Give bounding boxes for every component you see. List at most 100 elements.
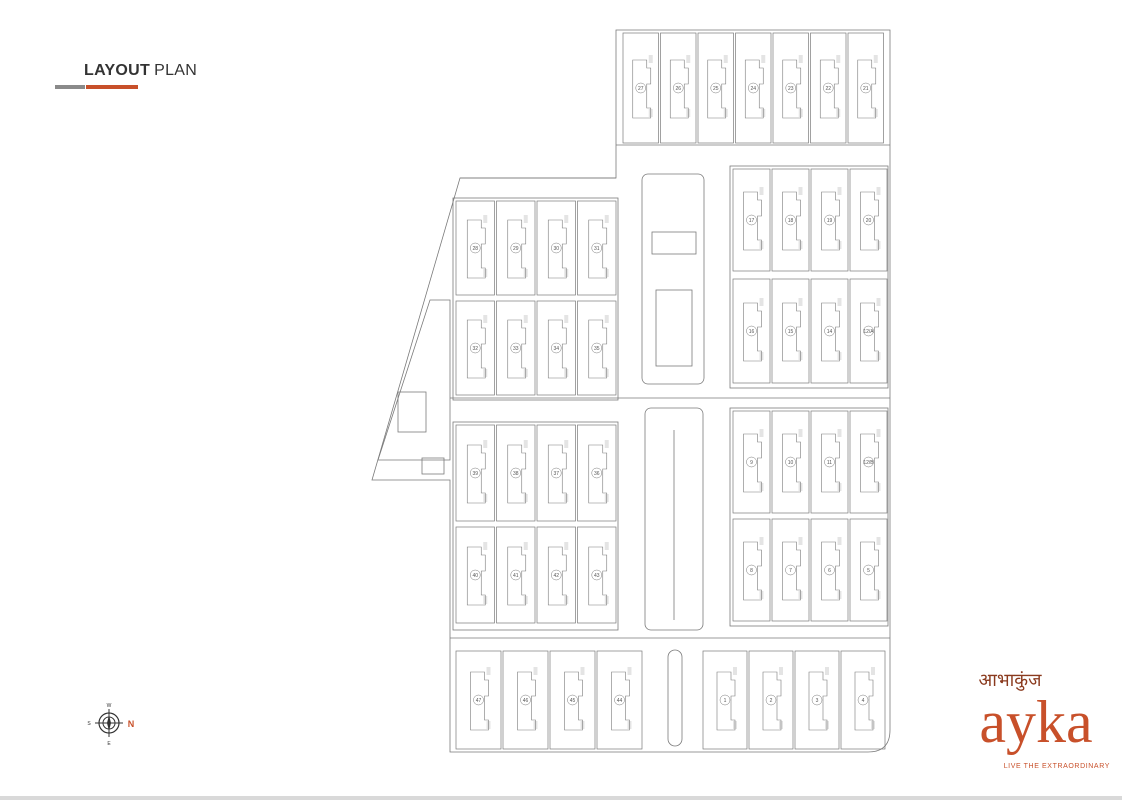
plot-cell: 7: [771, 518, 810, 622]
brand-name: ayka: [979, 689, 1092, 755]
plot-cell: 12/A: [849, 278, 888, 384]
plot-number: 37: [553, 471, 559, 477]
plot-cell: 47: [455, 650, 502, 750]
plot-cell: 29: [496, 200, 536, 296]
plot-number: 15: [788, 329, 794, 335]
plot-number: 16: [749, 329, 755, 335]
plot-number: 10: [788, 460, 794, 466]
plot-number: 9: [750, 460, 753, 466]
wedge-annex: [377, 299, 451, 461]
plot-number: 22: [825, 86, 831, 92]
plot-cell: 39: [455, 424, 495, 522]
title-underline-accent: [86, 85, 138, 89]
plot-cell: 10: [771, 410, 810, 514]
plot-cell: 1: [702, 650, 748, 750]
plot-number: 7: [789, 568, 792, 574]
plot-number: 25: [713, 86, 719, 92]
plot-cell: 40: [455, 526, 495, 624]
north-compass-icon: W E S N: [87, 703, 135, 746]
plot-number: 34: [553, 346, 559, 352]
plot-cell: 11: [810, 410, 849, 514]
plot-number: 40: [472, 573, 478, 579]
plot-cell: 35: [577, 300, 617, 396]
plot-cell: 46: [502, 650, 549, 750]
plot-cell: 42: [536, 526, 576, 624]
plot-cell: 23: [772, 32, 809, 144]
plot-cell: 16: [732, 278, 771, 384]
plot-cell: 3: [794, 650, 840, 750]
plot-cell: 33: [496, 300, 536, 396]
plot-cell: 19: [810, 168, 849, 272]
compass-north-label: N: [128, 719, 135, 729]
brand-script-text: आभाकुंज: [979, 670, 1043, 691]
plot-number: 18: [788, 218, 794, 224]
pool: [651, 231, 697, 255]
plot-number: 41: [513, 573, 519, 579]
plot-cell: 6: [810, 518, 849, 622]
plot-cell: 21: [847, 32, 884, 144]
plot-cell: 32: [455, 300, 495, 396]
plot-cell: 36: [577, 424, 617, 522]
plot-cell: 44: [596, 650, 643, 750]
plot-number: 23: [788, 86, 794, 92]
club-building: [655, 289, 693, 367]
plot-cell: 14: [810, 278, 849, 384]
annex-gate: [421, 457, 445, 475]
plot-cell: 12/B: [849, 410, 888, 514]
plot-number: 26: [675, 86, 681, 92]
annex-structure: [397, 391, 427, 433]
plot-number: 28: [472, 246, 478, 252]
plot-number: 45: [570, 698, 576, 704]
plot-number: 27: [638, 86, 644, 92]
plot-number: 24: [750, 86, 756, 92]
plot-number: 29: [513, 246, 519, 252]
plot-cell: 26: [660, 32, 697, 144]
plot-number: 46: [523, 698, 529, 704]
plot-number: 5: [867, 568, 870, 574]
plot-number: 43: [594, 573, 600, 579]
plot-number: 4: [862, 698, 865, 704]
plot-cell: 41: [496, 526, 536, 624]
bottom-rule: [0, 796, 1122, 800]
plot-number: 17: [749, 218, 755, 224]
plot-cell: 20: [849, 168, 888, 272]
plot-cell: 17: [732, 168, 771, 272]
block-c-frame: [729, 165, 889, 389]
plot-cell: 34: [536, 300, 576, 396]
plot-number: 19: [827, 218, 833, 224]
entrance-median: [667, 649, 683, 747]
plot-number: 32: [472, 346, 478, 352]
block-a-frame: [452, 197, 619, 401]
plot-number: 20: [866, 218, 872, 224]
compass-bottom-letter: E: [107, 741, 111, 746]
title-underline-grey: [55, 85, 85, 89]
plot-cell: 4: [840, 650, 886, 750]
clubhouse-frame: [641, 173, 705, 385]
site-boundary: [371, 29, 891, 753]
plot-cell: 28: [455, 200, 495, 296]
plot-cell: 24: [735, 32, 772, 144]
plot-number: 1: [724, 698, 727, 704]
plot-number: 38: [513, 471, 519, 477]
plot-cell: 38: [496, 424, 536, 522]
plot-cell: 18: [771, 168, 810, 272]
plot-number: 35: [594, 346, 600, 352]
ayka-logo: आभाकुंज ayka LIVE THE EXTRAORDINARY: [979, 670, 1110, 770]
plot-number: 33: [513, 346, 519, 352]
plot-number: 8: [750, 568, 753, 574]
plot-number: 2: [770, 698, 773, 704]
garden-frame: [644, 407, 704, 631]
plot-cell: 43: [577, 526, 617, 624]
plot-cell: 30: [536, 200, 576, 296]
compass-left-letter: S: [87, 721, 91, 727]
plot-number: 31: [594, 246, 600, 252]
plot-number: 21: [863, 86, 869, 92]
block-b-frame: [452, 421, 619, 631]
plot-number: 36: [594, 471, 600, 477]
plot-number: 47: [476, 698, 482, 704]
plot-cell: 31: [577, 200, 617, 296]
plot-number: 30: [553, 246, 559, 252]
block-d-frame: [729, 407, 889, 627]
plot-cell: 22: [810, 32, 847, 144]
